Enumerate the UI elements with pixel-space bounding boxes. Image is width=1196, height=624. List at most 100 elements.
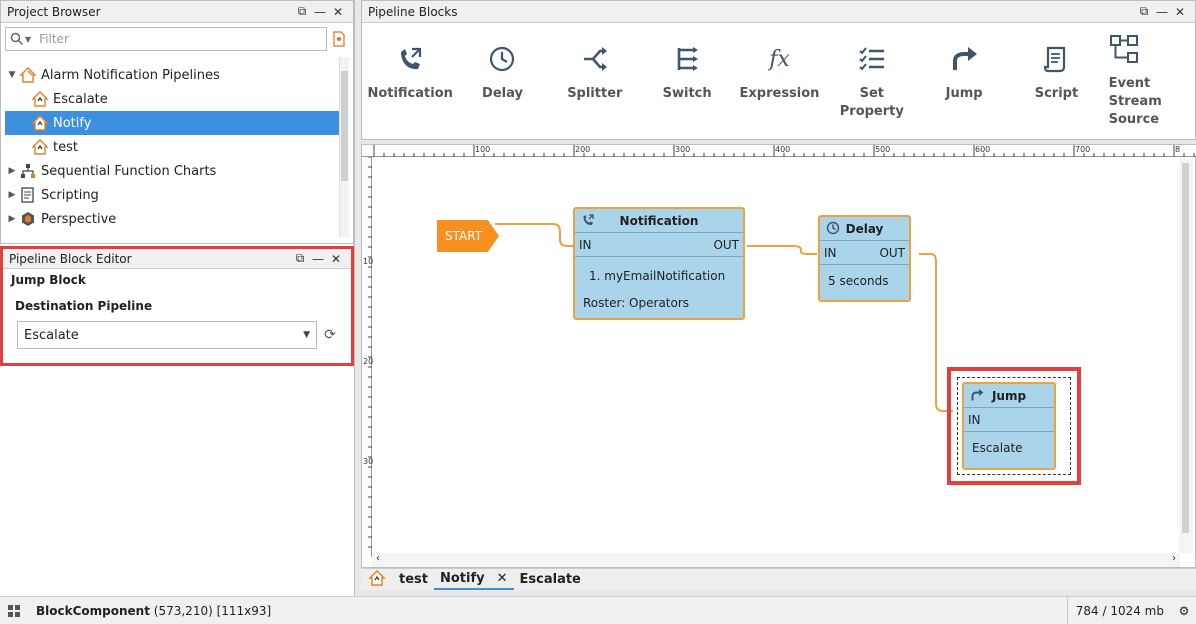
checklist-icon xyxy=(858,39,886,79)
ruler-left: 100 200 300 xyxy=(362,157,379,557)
connection-lines xyxy=(495,223,953,412)
tab-label: Escalate xyxy=(519,572,581,587)
block-editor-heading: Jump Block xyxy=(11,273,86,287)
tab-label: test xyxy=(399,572,428,587)
palette-label: Event Stream Source xyxy=(1108,76,1162,127)
palette-label: Jump xyxy=(945,86,983,101)
tree-item-test[interactable]: test xyxy=(5,135,339,159)
destination-pipeline-dropdown[interactable]: Escalate ▼ xyxy=(17,321,317,349)
filter-input[interactable]: ▼ Filter xyxy=(5,27,327,51)
grid-menu-icon[interactable] xyxy=(0,604,28,618)
status-memory: 784 / 1024 mb xyxy=(1066,596,1172,624)
expand-icon[interactable]: ▶ xyxy=(8,214,16,224)
ruler-label: 200 xyxy=(363,357,379,366)
jump-destination: Escalate xyxy=(972,441,1023,455)
expand-icon[interactable]: ▶ xyxy=(8,166,16,176)
jump-block[interactable]: Jump IN Escalate xyxy=(962,382,1056,470)
close-icon[interactable]: ✕ xyxy=(496,571,508,586)
pipeline-icon xyxy=(31,91,49,107)
palette-script[interactable]: Script xyxy=(1010,39,1102,129)
minimize-icon[interactable]: — xyxy=(314,4,326,19)
palette-event-stream-source[interactable]: Event Stream Source xyxy=(1103,35,1195,129)
canvas-vertical-scrollbar[interactable] xyxy=(1179,159,1193,553)
ruler-top-ticks xyxy=(373,145,1195,157)
switch-icon xyxy=(673,39,701,79)
palette-notification[interactable]: Notification xyxy=(364,39,456,129)
out-port[interactable]: OUT xyxy=(713,237,739,252)
jump-arrow-icon xyxy=(950,39,978,79)
delay-block-title: Delay xyxy=(845,221,884,236)
tab-notify[interactable]: Notify ✕ xyxy=(433,570,514,590)
tree-item-notify[interactable]: Notify xyxy=(5,111,339,135)
float-window-icon[interactable]: ⧉ xyxy=(1139,4,1149,18)
palette-label: Script xyxy=(1034,86,1079,101)
tree-item-perspective[interactable]: ▶ Perspective xyxy=(5,207,339,231)
tree-item-sfc[interactable]: ▶ Sequential Function Charts xyxy=(5,159,339,183)
close-icon[interactable]: ✕ xyxy=(330,251,342,266)
block-editor-titlebar: Pipeline Block Editor ⧉ — ✕ xyxy=(3,249,351,269)
tree-item-escalate[interactable]: Escalate xyxy=(5,87,339,111)
scrollbar-thumb[interactable] xyxy=(341,71,348,181)
project-tree: ▼ Alarm Notification Pipelines Escalate … xyxy=(5,63,339,231)
block-editor-title: Pipeline Block Editor xyxy=(9,251,132,266)
scroll-right-icon[interactable]: › xyxy=(1172,553,1176,564)
palette-switch[interactable]: Switch xyxy=(641,39,733,129)
pipeline-canvas[interactable]: START Notification IN OUT 1. myEmailNoti… xyxy=(373,158,1179,552)
project-browser-panel: Project Browser ⧉ — ✕ ▼ Filter ▼ Alarm N… xyxy=(0,0,354,244)
palette-expression[interactable]: fx Expression xyxy=(733,39,825,129)
in-port[interactable]: IN xyxy=(579,237,592,252)
status-component-info: (573,210) [111x93] xyxy=(153,603,272,618)
ruler-label: 400 xyxy=(775,145,791,154)
collapse-icon[interactable]: ▼ xyxy=(8,70,16,80)
tree-item-label: Scripting xyxy=(41,187,99,203)
scrollbar-thumb[interactable] xyxy=(1182,163,1189,533)
close-icon[interactable]: ✕ xyxy=(1174,4,1186,19)
clock-icon xyxy=(488,39,516,79)
ruler-top: 100 200 300 400 500 600 700 8 xyxy=(362,145,1196,157)
notification-block-title: Notification xyxy=(619,213,699,228)
palette-jump[interactable]: Jump xyxy=(918,39,1010,129)
pipeline-blocks-panel: Pipeline Blocks ⧉ — ✕ Notification Delay… xyxy=(361,0,1196,140)
splitter-icon xyxy=(581,39,609,79)
tree-item-alarm-pipelines[interactable]: ▼ Alarm Notification Pipelines xyxy=(5,63,339,87)
locate-icon[interactable] xyxy=(327,27,351,51)
tree-item-scripting[interactable]: ▶ Scripting xyxy=(5,183,339,207)
in-port[interactable]: IN xyxy=(824,245,837,260)
delay-block-header: Delay xyxy=(820,217,909,241)
tab-escalate[interactable]: Escalate xyxy=(514,570,587,590)
palette-set-property[interactable]: Set Property xyxy=(826,39,918,129)
status-component-name: BlockComponent xyxy=(36,603,150,618)
out-port[interactable]: OUT xyxy=(879,245,905,260)
palette-splitter[interactable]: Splitter xyxy=(549,39,641,129)
status-bar: BlockComponent (573,210) [111x93] 784 / … xyxy=(0,596,1196,624)
float-window-icon[interactable]: ⧉ xyxy=(295,251,305,265)
close-icon[interactable]: ✕ xyxy=(332,4,344,19)
selected-block-highlight: Jump IN Escalate xyxy=(947,367,1081,485)
palette-delay[interactable]: Delay xyxy=(456,39,548,129)
fx-icon: fx xyxy=(769,46,790,72)
tree-item-label: test xyxy=(53,139,78,155)
in-port[interactable]: IN xyxy=(968,412,981,427)
ruler-left-ticks xyxy=(368,157,372,548)
pipeline-canvas-panel: 100 200 300 400 500 600 700 8 100 200 30… xyxy=(361,144,1196,568)
tree-item-label: Notify xyxy=(53,115,92,131)
delay-block[interactable]: Delay IN OUT 5 seconds xyxy=(818,215,911,302)
palette-label: Notification xyxy=(367,86,453,101)
minimize-icon[interactable]: — xyxy=(1156,4,1168,19)
expand-icon[interactable]: ▶ xyxy=(8,190,16,200)
scroll-left-icon[interactable]: ‹ xyxy=(376,553,380,564)
chevron-down-icon: ▼ xyxy=(303,330,310,340)
project-tree-scrollbar[interactable] xyxy=(339,57,349,237)
notification-block-body: 1. myEmailNotification Roster: Operators xyxy=(575,257,743,323)
tab-label: Notify xyxy=(439,571,485,586)
ruler-label: 100 xyxy=(475,145,491,154)
clock-icon xyxy=(826,221,840,238)
notification-block[interactable]: Notification IN OUT 1. myEmailNotificati… xyxy=(573,207,745,320)
tab-test[interactable]: test xyxy=(393,570,434,590)
refresh-icon[interactable]: ⟳ xyxy=(324,327,336,343)
canvas-horizontal-scrollbar[interactable]: ‹ › xyxy=(372,553,1180,567)
float-window-icon[interactable]: ⧉ xyxy=(297,4,307,18)
start-node[interactable]: START xyxy=(437,220,499,252)
minimize-icon[interactable]: — xyxy=(312,251,324,266)
gear-icon[interactable]: ⚙ xyxy=(1178,603,1190,618)
